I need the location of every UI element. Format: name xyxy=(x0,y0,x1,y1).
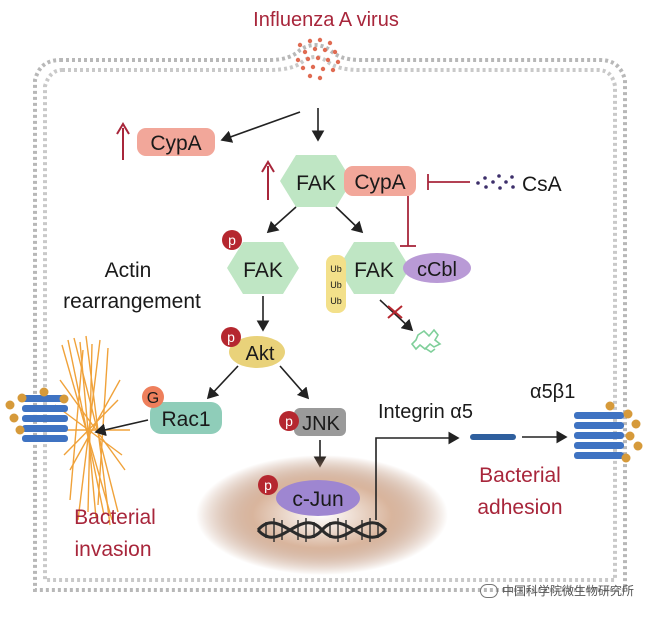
arrow-cjun-to-integrin xyxy=(375,431,460,520)
block-x-icon xyxy=(387,305,403,319)
rac1-label: Rac1 xyxy=(161,408,210,431)
cjun-label: c-Jun xyxy=(292,488,343,511)
cell-membrane xyxy=(33,43,627,592)
dna-helix-icon xyxy=(256,518,388,542)
jnk-box xyxy=(294,408,346,436)
fak-center-hexagon xyxy=(280,155,352,207)
arrow-virus-to-cypa xyxy=(220,111,301,143)
integrin-mrna-icon xyxy=(470,434,516,440)
actin-label-line1: Actin xyxy=(105,259,152,282)
degraded-protein-icon xyxy=(410,328,442,353)
gtp-icon xyxy=(142,386,164,408)
cypa-center-box xyxy=(344,166,416,196)
arrow-akt-to-rac1 xyxy=(206,365,239,400)
gtp-label: G xyxy=(147,390,159,407)
actin-label-line2: rearrangement xyxy=(63,290,201,313)
rac1-box xyxy=(150,402,222,434)
a5b1-label: α5β1 xyxy=(530,381,575,403)
ub-label-2: Ub xyxy=(330,280,342,290)
watermark-text: 中国科学院微生物研究所 xyxy=(501,584,634,598)
phospho-fak-icon xyxy=(222,230,242,250)
arrow-rac1-to-invasion xyxy=(94,419,149,437)
watermark: 中国科学院微生物研究所 xyxy=(479,582,634,599)
cypa-center-label: CypA xyxy=(354,171,405,194)
wechat-icon xyxy=(479,583,498,598)
fak-right-hexagon xyxy=(338,242,410,294)
phospho-jnk-icon xyxy=(279,411,299,431)
ubiquitin-chain xyxy=(326,255,346,313)
left-receptor-icon xyxy=(5,387,69,442)
diagram-title: Influenza A virus xyxy=(253,9,399,31)
ub-label-3: Ub xyxy=(330,296,342,306)
phospho-akt-label: p xyxy=(227,329,235,345)
arrow-degradation xyxy=(379,299,414,332)
jnk-label: JNK xyxy=(302,413,340,435)
csa-dots-icon xyxy=(476,174,515,190)
phospho-cjun-label: p xyxy=(264,477,272,493)
virus-particles-icon xyxy=(295,37,341,81)
invasion-label-line1: Bacterial xyxy=(74,506,156,529)
adhesion-label-line2: adhesion xyxy=(477,496,562,519)
phospho-cjun-icon xyxy=(258,475,278,495)
cypa-top-box xyxy=(137,128,215,156)
integrin-label: Integrin α5 xyxy=(378,401,473,423)
akt-ellipse xyxy=(229,336,285,368)
ub-label-1: Ub xyxy=(330,264,342,274)
arrow-akt-to-jnk xyxy=(279,365,310,400)
phospho-akt-icon xyxy=(221,327,241,347)
phospho-fak-label: p xyxy=(228,232,236,248)
arrow-fak-to-pfak xyxy=(266,206,297,234)
adhesion-label-line1: Bacterial xyxy=(479,464,561,487)
up-arrow-icon xyxy=(116,122,130,160)
fak-left-label: FAK xyxy=(243,259,283,282)
csa-label: CsA xyxy=(522,173,562,196)
ccbl-ellipse xyxy=(403,253,471,283)
cypa-top-label: CypA xyxy=(150,132,201,155)
akt-label: Akt xyxy=(246,343,275,365)
up-arrow-center-icon xyxy=(261,160,275,200)
ccbl-label: cCbl xyxy=(417,259,457,281)
arrow-fak-to-ubfak xyxy=(335,206,364,234)
fak-right-label: FAK xyxy=(354,259,394,282)
fak-left-hexagon xyxy=(227,242,299,294)
right-receptor-icon xyxy=(574,401,643,463)
fak-center-label: FAK xyxy=(296,172,336,195)
cjun-ellipse xyxy=(276,480,360,516)
invasion-label-line2: invasion xyxy=(74,538,151,561)
phospho-jnk-label: p xyxy=(285,413,293,429)
